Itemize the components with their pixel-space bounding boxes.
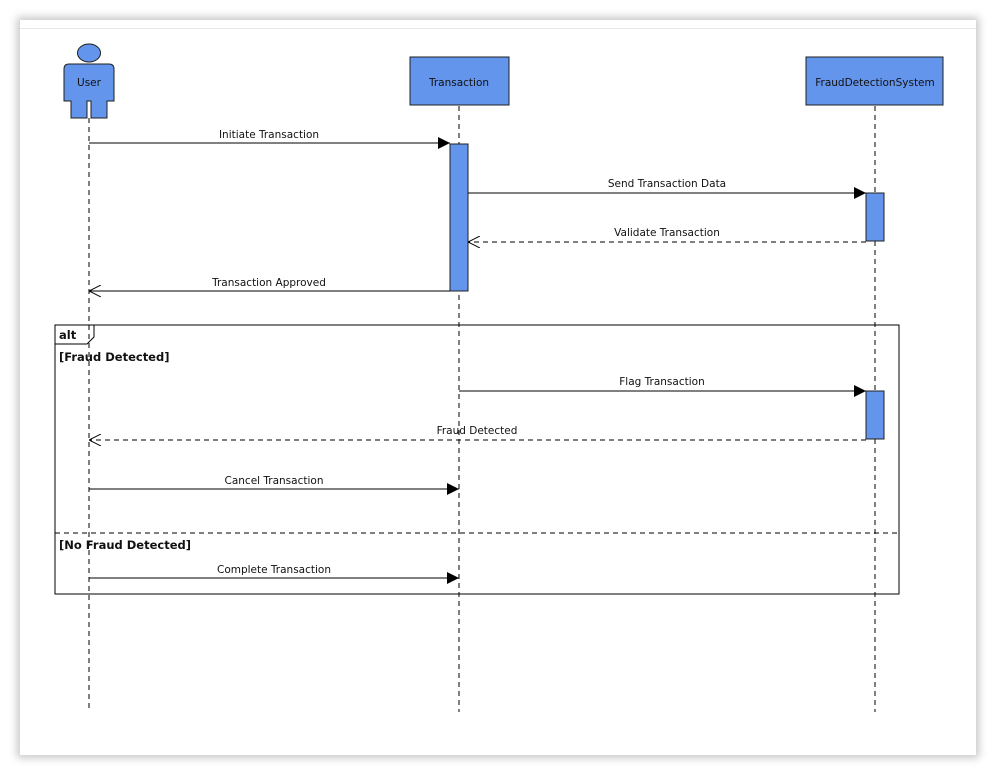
activation-fraud-detection-system-1: [865, 192, 885, 242]
participant-user[interactable]: User: [63, 43, 115, 119]
participant-fraud-detection-system-box: [805, 56, 944, 106]
message-flag-transaction: Flag Transaction: [459, 376, 866, 397]
alt-operator-tab: [55, 325, 95, 345]
alt-fragment-frame: [54, 324, 900, 595]
participant-fraud-detection-system-label: FraudDetectionSystem: [815, 77, 935, 89]
message-label: Complete Transaction: [217, 564, 331, 576]
alt-operator-label: alt: [59, 328, 77, 342]
participant-fraud-detection-system[interactable]: FraudDetectionSystem: [805, 56, 944, 106]
message-complete-transaction: Complete Transaction: [89, 564, 459, 584]
activation-transaction: [449, 143, 469, 292]
message-label: Flag Transaction: [619, 376, 704, 388]
guard-fraud-detected: [Fraud Detected]: [59, 350, 169, 364]
message-transaction-approved: Transaction Approved: [89, 277, 450, 291]
message-label: Initiate Transaction: [219, 129, 319, 141]
message-validate-transaction: Validate Transaction: [468, 227, 866, 242]
alt-fragment: alt [Fraud Detected] [No Fraud Detected]: [54, 324, 900, 595]
message-label: Send Transaction Data: [608, 178, 726, 190]
message-initiate-transaction: Initiate Transaction: [89, 129, 450, 149]
message-label: Validate Transaction: [614, 227, 720, 239]
participant-transaction[interactable]: Transaction: [409, 56, 510, 106]
message-send-transaction-data: Send Transaction Data: [468, 178, 866, 199]
guard-no-fraud-detected: [No Fraud Detected]: [59, 538, 191, 552]
sheet-top-divider: [20, 28, 976, 29]
actor-person-icon: [63, 43, 115, 119]
message-label: Fraud Detected: [437, 425, 518, 437]
message-label: Cancel Transaction: [225, 475, 324, 487]
participant-user-label: User: [77, 77, 102, 89]
message-label: Transaction Approved: [211, 277, 326, 289]
participant-transaction-box: [409, 56, 510, 106]
message-cancel-transaction: Cancel Transaction: [89, 475, 459, 495]
activation-fraud-detection-system-2: [865, 390, 885, 440]
message-fraud-detected: Fraud Detected: [89, 425, 866, 440]
participant-transaction-label: Transaction: [428, 77, 489, 89]
